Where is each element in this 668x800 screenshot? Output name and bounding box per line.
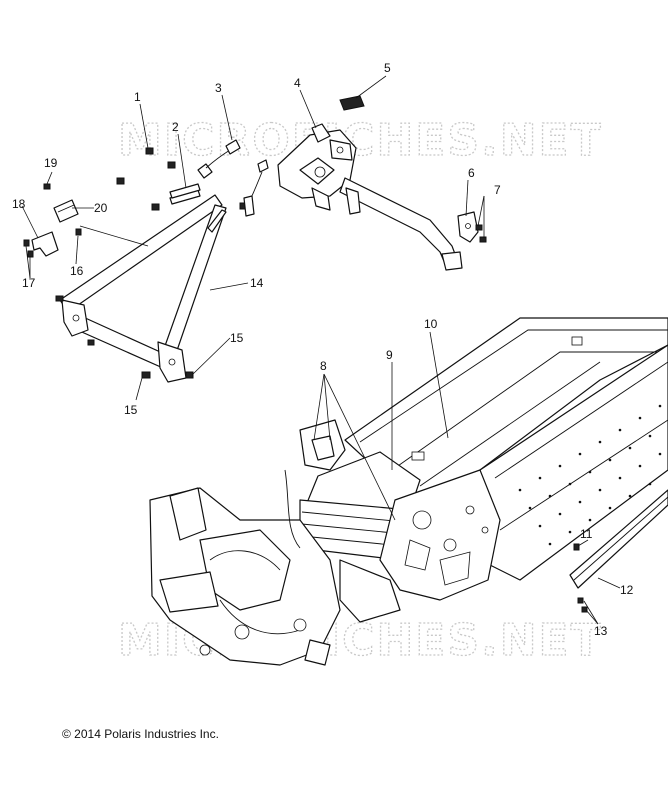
part-17-screw <box>23 239 30 247</box>
watermark-top: MICROFICHES.NET <box>118 115 603 166</box>
callouts: 1 2 3 4 5 6 7 8 9 10 11 12 13 14 15 15 1… <box>12 61 634 638</box>
front-bulkhead <box>149 419 401 666</box>
callout-13: 13 <box>594 624 608 638</box>
part-11-12-13 <box>569 489 668 613</box>
callout-1: 1 <box>134 90 141 104</box>
leader-lines <box>21 75 621 625</box>
part-6-7 <box>457 211 487 243</box>
front-strut-assembly <box>55 189 248 383</box>
callout-9: 9 <box>386 348 393 362</box>
callout-8: 8 <box>320 359 327 373</box>
callout-10: 10 <box>424 317 438 331</box>
part-4-steering-post <box>277 123 463 271</box>
part-5-pad <box>339 95 365 111</box>
callout-14: 14 <box>250 276 264 290</box>
callout-15-upper: 15 <box>230 331 244 345</box>
callout-20: 20 <box>94 201 108 215</box>
callout-6: 6 <box>468 166 475 180</box>
callout-12: 12 <box>620 583 634 597</box>
callout-15-lower: 15 <box>124 403 138 417</box>
callout-2: 2 <box>172 120 179 134</box>
part-16-nut <box>75 228 82 236</box>
part-18-bracket <box>31 231 59 257</box>
callout-11: 11 <box>580 527 593 541</box>
parts-1-2-3 <box>116 139 269 217</box>
callout-7: 7 <box>494 183 501 197</box>
part-17-screw-2 <box>27 250 34 258</box>
part-19-bolt <box>43 183 51 190</box>
callout-16: 16 <box>70 264 84 278</box>
copyright-notice: © 2014 Polaris Industries Inc. <box>62 727 219 741</box>
chassis-tunnel <box>299 317 668 601</box>
callout-18: 18 <box>12 197 26 211</box>
callout-17: 17 <box>22 276 36 290</box>
callout-5: 5 <box>384 61 391 75</box>
callout-4: 4 <box>294 76 301 90</box>
callout-19: 19 <box>44 156 58 170</box>
part-20-block <box>53 199 79 223</box>
callout-3: 3 <box>215 81 222 95</box>
